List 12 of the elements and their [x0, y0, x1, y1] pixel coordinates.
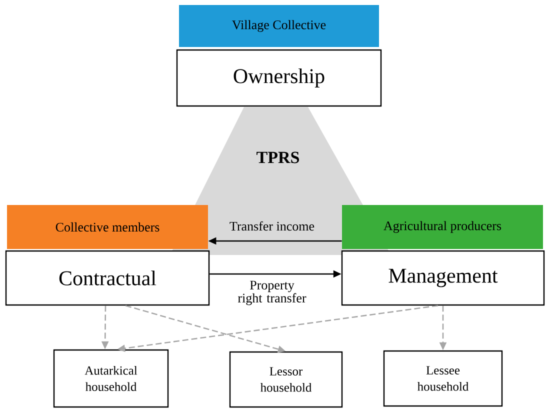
- level-box: Ownership: [176, 49, 382, 107]
- header-bar: Collective members: [7, 205, 208, 249]
- household-box: Lessor household: [229, 351, 343, 408]
- header-bar: Village Collective: [179, 5, 379, 47]
- level-box: Contractual: [5, 250, 210, 306]
- household-box: Lessee household: [383, 350, 503, 407]
- edge-label: Property right transfer: [238, 280, 306, 306]
- header-bar: Agricultural producers: [342, 205, 543, 249]
- household-box: Autarkical household: [53, 349, 169, 408]
- heading-text: TPRS: [256, 152, 299, 164]
- edge-label: Transfer income: [230, 221, 314, 231]
- level-box: Management: [341, 250, 545, 306]
